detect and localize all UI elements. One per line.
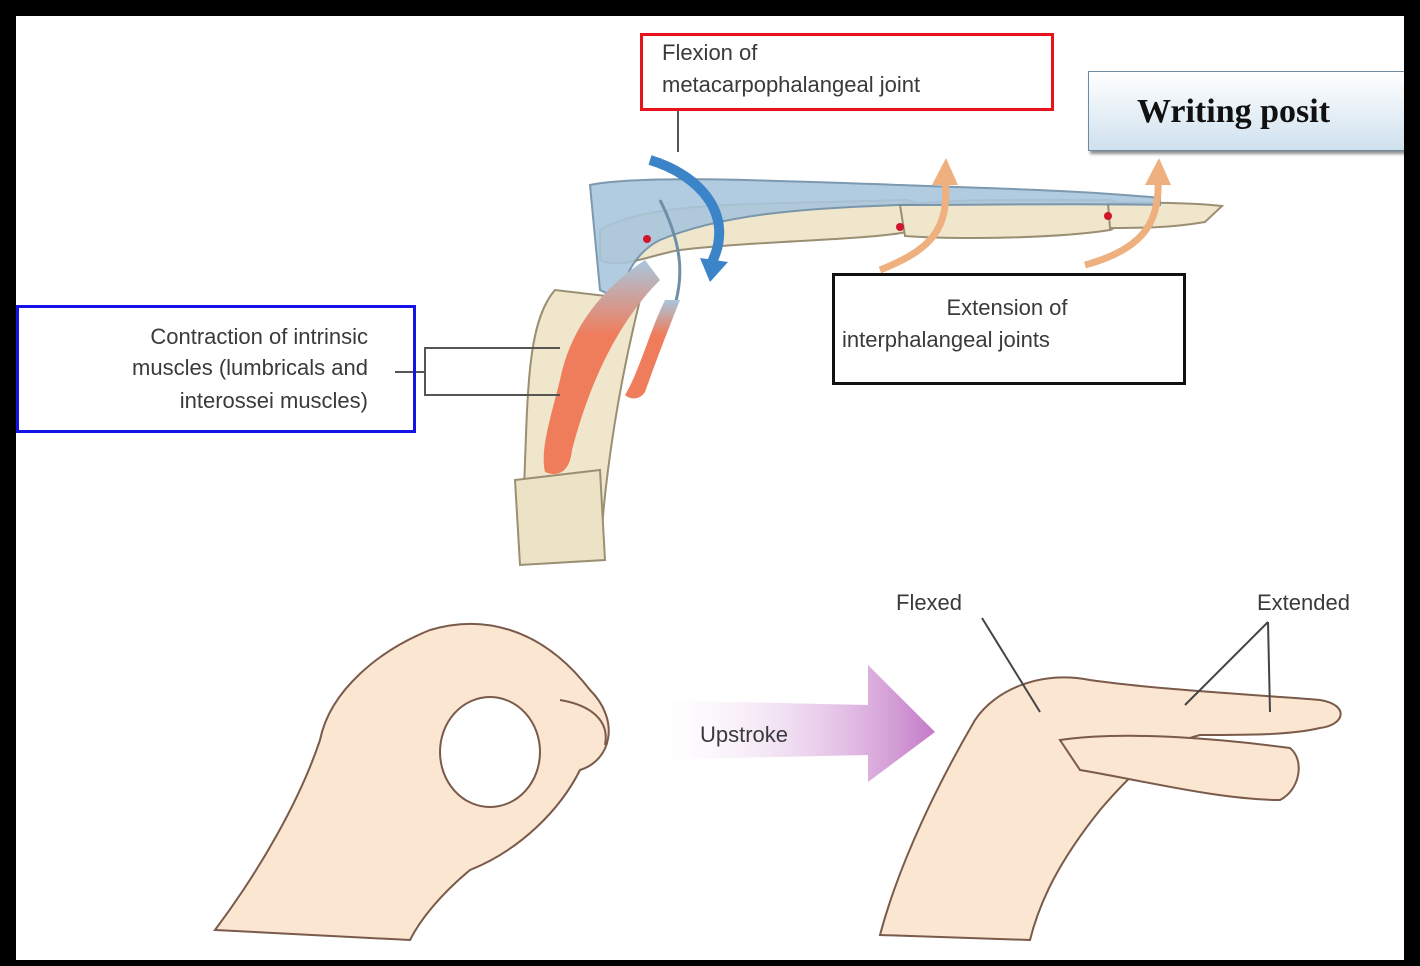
dip-joint-dot: [1104, 212, 1112, 220]
diagram-canvas: Flexion of metacarpophalangeal joint Con…: [16, 16, 1420, 960]
upstroke-label: Upstroke: [700, 720, 788, 750]
right-border: [1404, 0, 1420, 966]
flexed-label: Flexed: [896, 588, 962, 618]
mcp-flexion-label-line1: Flexion of: [662, 38, 757, 68]
ip-extension-label-line2: interphalangeal joints: [842, 325, 1050, 355]
left-hand-illustration: [215, 624, 609, 940]
ip-extension-label-line1: Extension of: [832, 293, 1182, 323]
mcp-flexion-label-line2: metacarpophalangeal joint: [662, 70, 920, 100]
intrinsic-label-line2: muscles (lumbricals and: [16, 353, 368, 383]
right-hand-illustration: [880, 677, 1341, 940]
intrinsic-label-line1: Contraction of intrinsic: [16, 322, 368, 352]
slide-title: Writing posit: [1088, 71, 1420, 151]
pip-joint-dot: [896, 223, 904, 231]
finger-illustration: [16, 16, 1420, 960]
intrinsic-label-line3: interossei muscles): [16, 386, 368, 416]
mcp-joint-dot: [643, 235, 651, 243]
extended-label: Extended: [1257, 588, 1350, 618]
